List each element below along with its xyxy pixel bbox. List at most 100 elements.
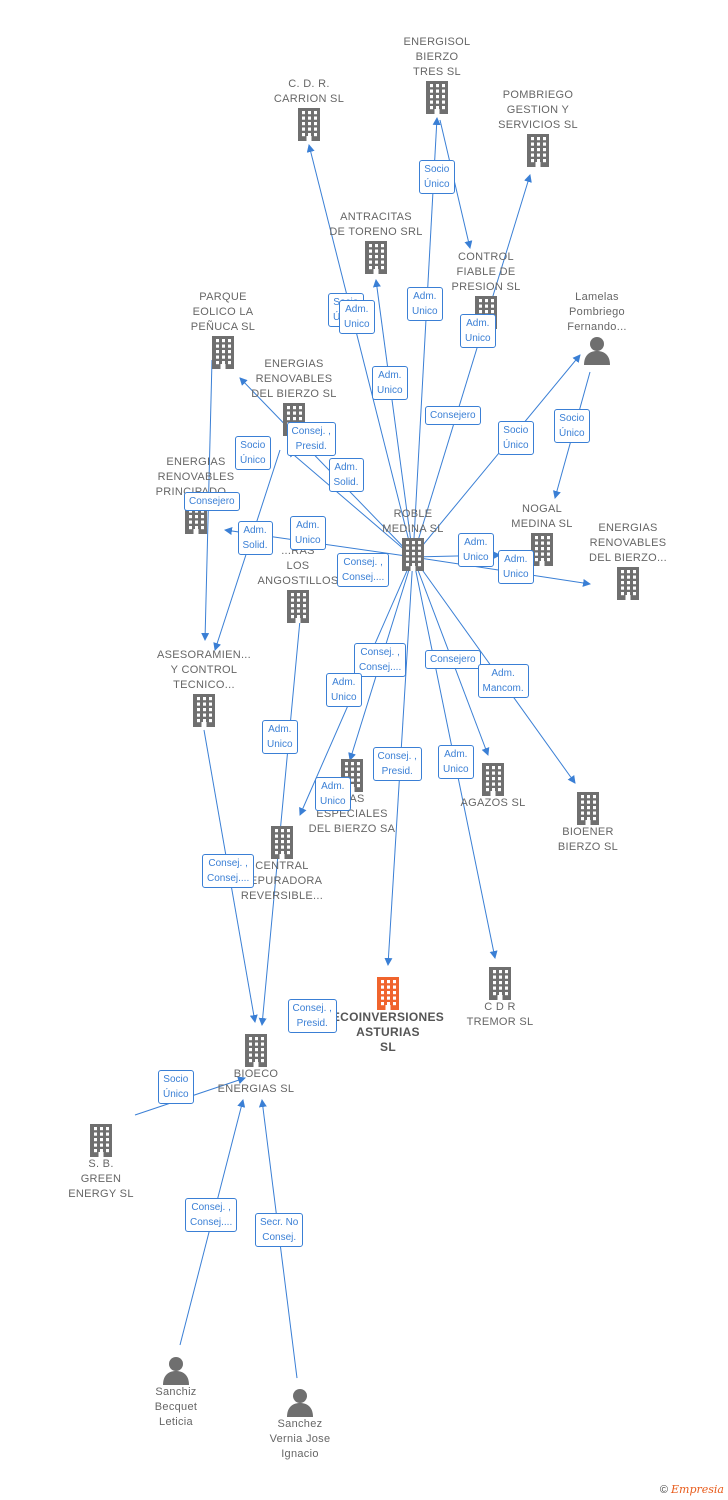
footer: © Empresia [660,1483,724,1496]
node-sanchiz[interactable]: Sanchiz Becquet Leticia [96,1355,256,1430]
node-label: ECOINVERSIONES ASTURIAS SL [331,1010,445,1054]
relation-label[interactable]: Consejero [184,491,240,511]
building-icon [531,533,553,566]
building-icon [482,763,504,796]
relation-label[interactable]: Socio Único [235,436,271,470]
node-agazos[interactable]: AGAZOS SL [413,762,573,811]
node-label: ASESORAMIEN... Y CONTROL TECNICO... [156,649,252,691]
relation-label[interactable]: Consejero [425,405,481,425]
node-antracitas[interactable]: ANTRACITAS DE TORENO SRL [296,210,456,274]
relation-label[interactable]: Socio Único [554,409,590,443]
node-sanchez[interactable]: Sanchez Vernia Jose Ignacio [220,1387,380,1462]
node-label: PARQUE EOLICO LA PEÑUCA SL [190,291,256,333]
relation-label[interactable]: Consejero [425,649,481,669]
relation-label[interactable]: Secr. No Consej. [255,1213,304,1247]
building-icon [402,538,424,571]
relation-label[interactable]: Consej. , Presid. [372,747,422,781]
node-label: BIOECO ENERGIAS SL [217,1068,295,1095]
relationship-edge [439,119,473,249]
node-lamelas[interactable]: Lamelas Pombriego Fernando... [517,290,677,365]
node-energias-bierzo2[interactable]: ENERGIAS RENOVABLES DEL BIERZO... [548,521,708,600]
person-icon [584,337,610,365]
person-icon [287,1389,313,1417]
relation-label[interactable]: Adm. Unico [262,720,298,754]
node-label: ANTRACITAS DE TORENO SRL [329,211,423,238]
node-bioener[interactable]: BIOENER BIERZO SL [508,791,668,855]
node-label: C. D. R. CARRION SL [273,78,345,105]
node-label: NOGAL MEDINA SL [511,503,573,530]
relation-label[interactable]: Adm. Solid. [328,458,364,492]
person-icon [163,1357,189,1385]
node-label: ROBLE MEDINA SL [382,508,444,535]
relationship-edge [412,174,532,558]
building-icon [298,108,320,141]
copyright-symbol: © [659,1484,668,1496]
relation-label[interactable]: Adm. Unico [315,777,351,811]
node-pombriego[interactable]: POMBRIEGO GESTION Y SERVICIOS SL [458,88,618,167]
node-label: ENERGIAS RENOVABLES DEL BIERZO SL [251,358,337,400]
node-cdr-carrion[interactable]: C. D. R. CARRION SL [229,77,389,141]
node-label: CONTROL FIABLE DE PRESION SL [451,251,521,293]
building-icon [377,977,399,1010]
building-icon [489,967,511,1000]
brand-logo: Empresia [671,1483,724,1496]
building-icon [193,694,215,727]
relation-label[interactable]: Adm. Unico [290,516,326,550]
node-label: POMBRIEGO GESTION Y SERVICIOS SL [498,89,578,131]
node-angostillos[interactable]: ...RAS LOS ANGOSTILLOS [218,544,378,623]
node-ecoinversiones[interactable]: ECOINVERSIONES ASTURIAS SL [308,976,468,1055]
relation-label[interactable]: Consej. , Consej.... [337,553,390,587]
building-icon [617,567,639,600]
building-icon [245,1034,267,1067]
node-label: BIOENER BIERZO SL [557,826,619,853]
node-label: ...RAS LOS ANGOSTILLOS [257,545,339,587]
relation-label[interactable]: Adm. Unico [339,300,375,334]
relation-label[interactable]: Adm. Unico [458,533,494,567]
node-central[interactable]: CENTRAL DEPURADORA REVERSIBLE... [202,825,362,904]
building-icon [90,1124,112,1157]
relation-label[interactable]: Consej. , Presid. [287,999,337,1033]
relationship-edge [306,144,414,558]
node-sb-green[interactable]: S. B. GREEN ENERGY SL [21,1123,181,1202]
building-icon [287,590,309,623]
relationship-edge [239,377,414,558]
relation-label[interactable]: Adm. Unico [460,314,496,348]
relationship-edge [258,619,301,1026]
node-bioeco[interactable]: BIOECO ENERGIAS SL [176,1033,336,1097]
relation-label[interactable]: Adm. Unico [372,366,408,400]
building-icon [527,134,549,167]
relation-label[interactable]: Socio Único [498,421,534,455]
node-label: ENERGISOL BIERZO TRES SL [403,36,471,78]
relationship-edge [412,354,581,558]
relationship-edge [372,279,414,558]
node-asesoramiento[interactable]: ASESORAMIEN... Y CONTROL TECNICO... [124,648,284,727]
node-label: S. B. GREEN ENERGY SL [68,1158,134,1200]
relation-label[interactable]: Socio Único [158,1070,194,1104]
relation-label[interactable]: Adm. Mancom. [477,664,529,698]
building-icon [426,81,448,114]
node-label: Lamelas Pombriego Fernando... [567,291,627,333]
building-icon [212,336,234,369]
node-energisol[interactable]: ENERGISOL BIERZO TRES SL [357,35,517,114]
node-cdr-tremor[interactable]: C D R TREMOR SL [420,966,580,1030]
relation-label[interactable]: Adm. Solid. [237,521,273,555]
node-label: ENERGIAS RENOVABLES DEL BIERZO... [588,522,668,564]
relation-label[interactable]: Consej. , Consej.... [185,1198,238,1232]
relation-label[interactable]: Consej. , Consej.... [354,643,407,677]
building-icon [365,241,387,274]
node-nogal[interactable]: NOGAL MEDINA SL [462,502,622,566]
relation-label[interactable]: Adm. Unico [407,287,443,321]
relation-label[interactable]: Adm. Unico [498,550,534,584]
relation-label[interactable]: Adm. Unico [438,745,474,779]
relation-label[interactable]: Adm. Unico [326,673,362,707]
relation-label[interactable]: Consej. , Consej.... [202,854,255,888]
building-icon [577,792,599,825]
relation-label[interactable]: Consej. , Presid. [286,422,336,456]
building-icon [271,826,293,859]
node-parque-eolico[interactable]: PARQUE EOLICO LA PEÑUCA SL [143,290,303,369]
relationship-edge [287,449,414,558]
node-roble[interactable]: ROBLE MEDINA SL [333,507,493,571]
node-label: C D R TREMOR SL [466,1001,534,1028]
node-label: CENTRAL DEPURADORA REVERSIBLE... [240,860,324,902]
relation-label[interactable]: Socio Único [419,160,455,194]
